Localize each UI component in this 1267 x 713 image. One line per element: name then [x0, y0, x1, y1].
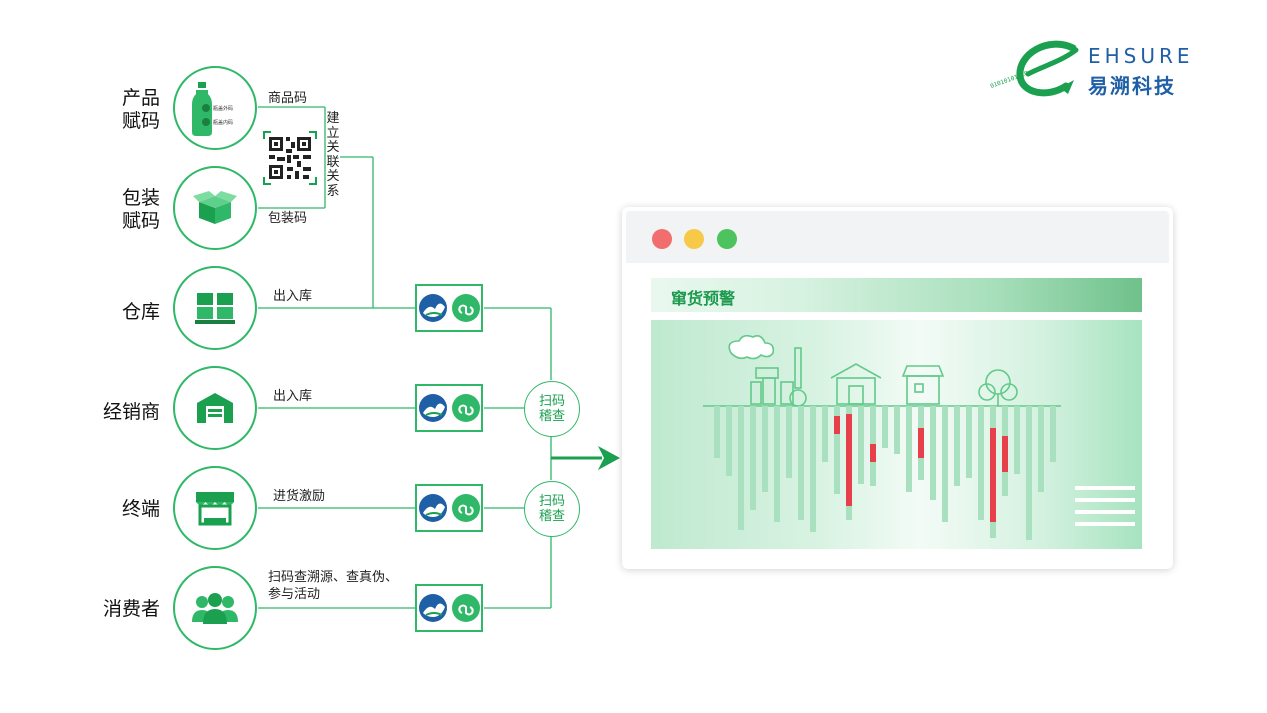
store-icon [197, 393, 233, 423]
label-consumer-line1: 扫码查溯源、查真伪、 [268, 570, 399, 585]
dealer-circle [173, 366, 257, 450]
row-label-warehouse: 仓库 [121, 301, 160, 323]
consumer-circle [173, 566, 257, 650]
row-label-consumer: 消费者 [102, 598, 160, 620]
logo-swoosh-icon: 01010101010 [989, 40, 1079, 97]
alert-illustration [651, 320, 1142, 549]
svg-text:瓶盖内码: 瓶盖内码 [213, 119, 233, 126]
label-consumer-line2: 参与活动 [268, 587, 321, 602]
row-label-package: 包装 赋码 [121, 187, 160, 232]
alert-header: 窜货预警 [651, 278, 1142, 312]
miniapp-box-warehouse [415, 284, 483, 332]
illustration-svg [703, 334, 1135, 540]
miniapp-box-terminal [415, 484, 483, 532]
brand-mark-icon [418, 394, 447, 422]
window-minimize-dot[interactable] [684, 229, 704, 249]
window-maximize-dot[interactable] [717, 229, 737, 249]
brand-mark-icon [418, 294, 447, 322]
brand-mark-icon [418, 594, 447, 622]
row-label-dealer: 经销商 [102, 401, 160, 423]
shop-icon [196, 492, 234, 526]
scan-check-text-2b: 稽查 [538, 509, 565, 524]
box-icon [193, 191, 237, 224]
scan-check-text-1b: 稽查 [538, 409, 565, 424]
logo-text-en: EHSURE [1088, 44, 1194, 68]
qr-code [263, 131, 317, 185]
qr-code-icon [263, 131, 317, 185]
warehouse-circle [173, 266, 257, 350]
scan-check-circle-1: 扫码 稽查 [524, 381, 580, 437]
scan-check-circle-2: 扫码 稽查 [524, 481, 580, 537]
users-icon [192, 593, 238, 624]
label-associate: 建立关联关系 [326, 111, 340, 199]
label-terminal-incentive: 进货激励 [273, 489, 326, 504]
bottle-icon: 瓶盖外码 瓶盖内码 [192, 82, 233, 136]
warehouse-icon [195, 293, 235, 324]
package-circle [173, 166, 257, 250]
mini-program-icon [451, 294, 480, 322]
terminal-circle [173, 466, 257, 550]
label-package-code: 包装码 [268, 211, 308, 226]
label-warehouse-io: 出入库 [273, 289, 313, 304]
brand-mark-icon [418, 494, 447, 522]
mini-program-icon [451, 594, 480, 622]
product-circle: 瓶盖外码 瓶盖内码 [173, 66, 257, 150]
brand-logo: 01010101010 [988, 36, 1088, 106]
scan-check-text-1a: 扫码 [538, 394, 565, 409]
scan-check-text-2a: 扫码 [538, 494, 565, 509]
miniapp-box-consumer [415, 584, 483, 632]
mini-program-icon [451, 494, 480, 522]
logo-text-cn: 易溯科技 [1088, 74, 1176, 98]
row-label-terminal: 终端 [121, 498, 160, 520]
label-product-code: 商品码 [268, 91, 308, 106]
mini-program-icon [451, 394, 480, 422]
svg-text:瓶盖外码: 瓶盖外码 [213, 105, 233, 112]
window-close-dot[interactable] [652, 229, 672, 249]
browser-title-bar [626, 211, 1169, 263]
miniapp-box-dealer [415, 384, 483, 432]
label-dealer-io: 出入库 [273, 389, 313, 404]
alert-title: 窜货预警 [671, 289, 736, 308]
row-label-product: 产品 赋码 [121, 87, 160, 132]
